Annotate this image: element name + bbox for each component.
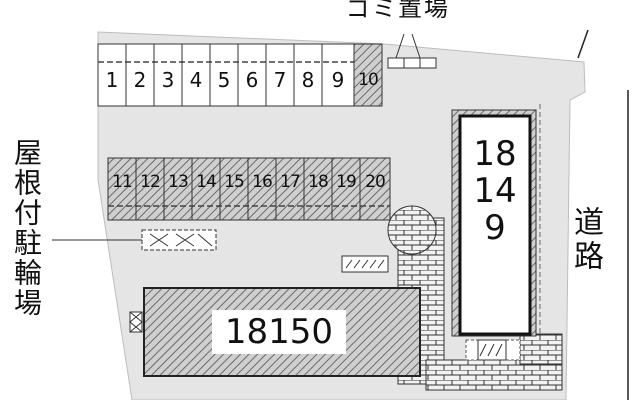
parking-stall-number: 7 xyxy=(273,68,287,92)
boundary-line xyxy=(577,29,589,59)
stairs-icon xyxy=(341,255,507,361)
parking-stall-number: 19 xyxy=(336,172,357,192)
parking-stall-number: 14 xyxy=(196,172,217,192)
parking-stall-number: 13 xyxy=(168,172,189,192)
parking-stall-number: 20 xyxy=(365,172,386,192)
parking-stall-number: 4 xyxy=(189,68,203,92)
parking-stall-number: 5 xyxy=(217,68,231,92)
parking-stall-10-hatched xyxy=(353,43,383,107)
parking-stall-number: 17 xyxy=(280,172,301,192)
bicycle-parking-label: 屋根付駐輪場 xyxy=(10,138,43,318)
road-label: 道路 xyxy=(568,206,603,274)
parking-stall-number: 2 xyxy=(133,68,147,92)
garbage-area xyxy=(387,33,437,69)
building-18149-label: 18149 xyxy=(473,134,517,248)
parking-stall-number: 8 xyxy=(301,68,315,92)
building-18150 xyxy=(129,287,421,377)
parking-stall-number: 18 xyxy=(308,172,329,192)
parking-stall-number: 10 xyxy=(358,70,379,90)
parking-stall-number: 6 xyxy=(245,68,259,92)
parking-row-middle xyxy=(107,157,391,221)
parking-stall-number: 12 xyxy=(140,172,161,192)
bicycle-parking xyxy=(52,229,217,251)
parking-stall-number: 11 xyxy=(112,172,133,192)
parking-row-top xyxy=(97,43,383,107)
garbage-area-label: ゴミ置場 xyxy=(346,0,450,22)
building-18149 xyxy=(451,109,537,337)
building-18150-label: 18150 xyxy=(224,312,334,352)
parking-stall-number: 9 xyxy=(331,68,345,92)
parking-stall-number: 16 xyxy=(252,172,273,192)
parking-stall-number: 1 xyxy=(105,68,119,92)
parking-stall-number: 3 xyxy=(161,68,175,92)
parking-stall-number: 15 xyxy=(224,172,245,192)
